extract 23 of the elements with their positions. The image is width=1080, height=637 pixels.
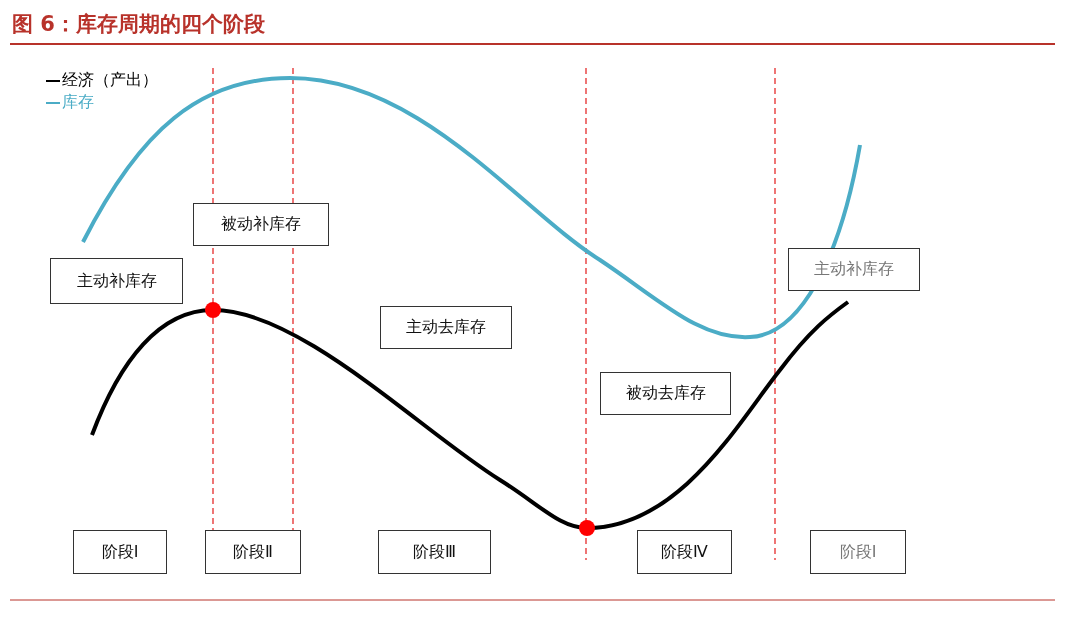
figure-title: 图 6：库存周期的四个阶段	[12, 11, 265, 38]
legend-label: 库存	[62, 92, 94, 113]
box-label: 主动补库存	[76, 270, 157, 292]
stage-box	[600, 372, 731, 415]
phase-box	[810, 530, 906, 574]
box-label: 阶段Ⅲ	[413, 541, 456, 563]
phase-box	[73, 530, 167, 574]
stage-box	[380, 306, 512, 349]
box-label: 阶段Ⅰ	[101, 541, 139, 563]
box-label: 主动去库存	[406, 317, 486, 338]
phase-box	[378, 530, 491, 574]
legend-label: 经济（产出）	[62, 70, 158, 91]
stage-box	[788, 248, 920, 291]
box-label: 主动补库存	[814, 259, 894, 280]
box-label: 被动去库存	[625, 383, 706, 404]
box-label: 阶段Ⅳ	[661, 541, 708, 563]
stage-box	[50, 258, 183, 304]
box-label: 阶段Ⅰ	[839, 541, 877, 563]
box-label: 被动补库存	[221, 214, 301, 235]
phase-box	[205, 530, 301, 574]
box-label: 阶段Ⅱ	[233, 541, 273, 563]
stage-box	[193, 203, 329, 246]
phase-box	[637, 530, 732, 574]
